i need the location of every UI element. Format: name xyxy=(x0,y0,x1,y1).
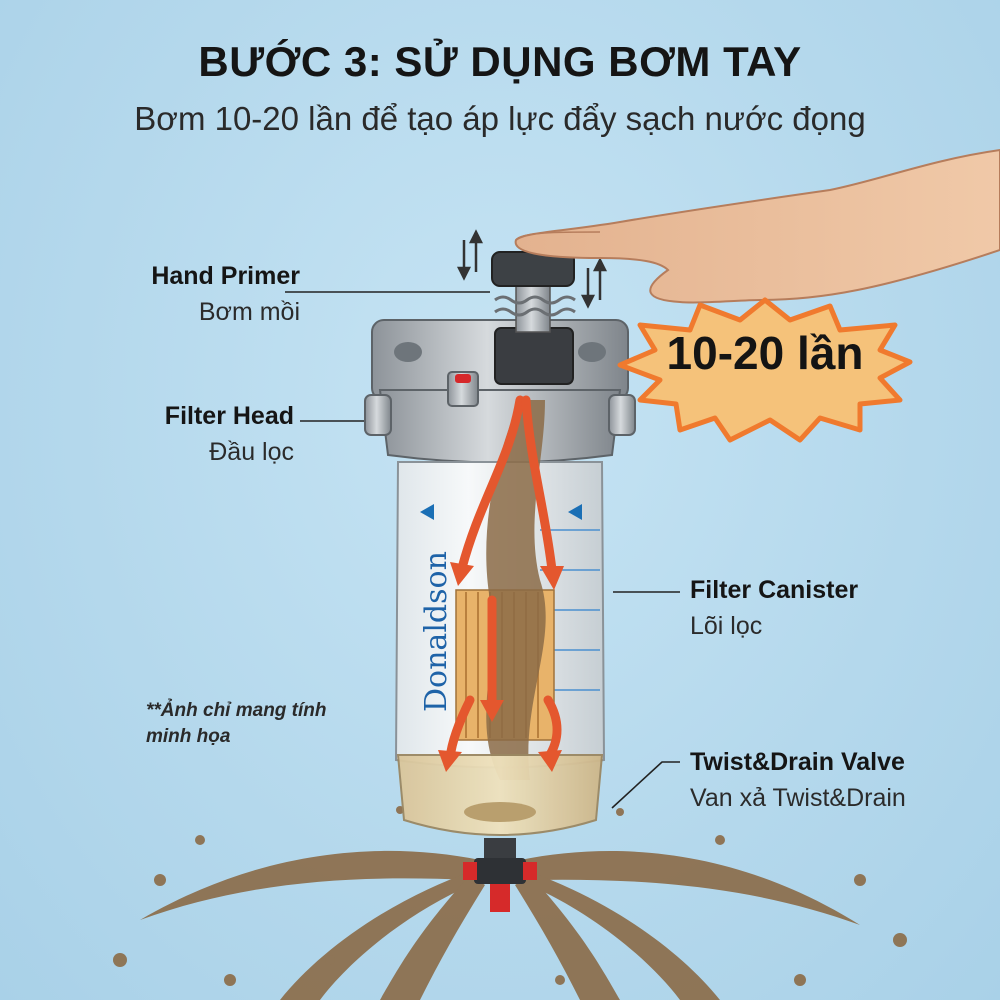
pump-motion-arrows-icon xyxy=(456,229,608,309)
callout-filter-head: Filter Head Đầu lọc xyxy=(110,398,294,470)
filter-head xyxy=(364,371,636,464)
callout-filter-head-en: Filter Head xyxy=(164,402,294,430)
page-subtitle: Bơm 10-20 lần để tạo áp lực đẩy sạch nướ… xyxy=(134,100,866,137)
illustration-note: **Ảnh chỉ mang tính minh họa xyxy=(146,700,327,747)
pointing-hand-icon xyxy=(514,148,1000,304)
callout-drain-valve-en: Twist&Drain Valve xyxy=(690,748,905,776)
callout-filter-canister-vi: Lõi lọc xyxy=(690,612,763,640)
callout-hand-primer: Hand Primer Bơm mồi xyxy=(110,258,300,330)
callout-hand-primer-en: Hand Primer xyxy=(151,262,300,290)
flow-arrowheads xyxy=(438,562,564,772)
burst-badge-icon xyxy=(617,297,913,443)
leader-lines xyxy=(285,291,680,809)
drain-valve-icon xyxy=(463,838,537,912)
callout-hand-primer-vi: Bơm mồi xyxy=(198,298,300,326)
callout-filter-canister: Filter Canister Lõi lọc xyxy=(690,572,950,644)
filter-canister: Donaldson xyxy=(394,400,606,780)
callout-drain-valve-vi: Van xả Twist&Drain xyxy=(690,784,906,812)
hand-primer xyxy=(491,251,576,385)
callout-filter-head-vi: Đầu lọc xyxy=(209,438,294,466)
page-title: BƯỚC 3: SỬ DỤNG BƠM TAY xyxy=(198,38,802,85)
callout-drain-valve: Twist&Drain Valve Van xả Twist&Drain xyxy=(690,744,980,816)
collection-bowl xyxy=(396,754,604,836)
brand-logo: Donaldson xyxy=(419,551,454,712)
dirty-water-spray xyxy=(113,806,907,1000)
callout-filter-canister-en: Filter Canister xyxy=(690,576,859,604)
pump-count-badge: 10-20 lần xyxy=(666,327,864,379)
